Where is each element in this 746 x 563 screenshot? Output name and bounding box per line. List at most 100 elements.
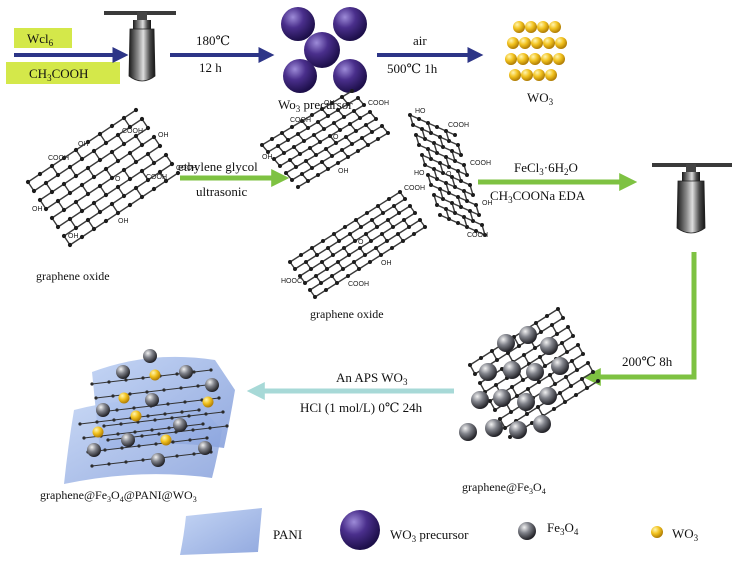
carbon-atom	[25, 179, 31, 185]
carbon-atom	[453, 185, 457, 189]
carbon-atom	[575, 368, 579, 372]
carbon-atom	[585, 386, 589, 390]
carbon-atom	[412, 232, 416, 236]
carbon-atom	[426, 173, 430, 177]
step1-bottom-label: 12 h	[199, 60, 222, 75]
step2-bottom-label: 500℃ 1h	[387, 61, 438, 76]
carbon-atom	[293, 267, 297, 271]
carbon-atom	[298, 152, 302, 156]
final-composite	[64, 349, 235, 484]
carbon-atom	[326, 167, 330, 171]
carbon-atom	[571, 334, 575, 338]
carbon-atom	[260, 143, 264, 147]
carbon-atom	[115, 184, 121, 190]
carbon-atom	[109, 201, 115, 207]
carbon-atom	[341, 267, 345, 271]
carbon-atom	[459, 179, 463, 183]
carbon-atom	[495, 358, 499, 362]
functional-group-label: OH	[338, 168, 349, 175]
carbon-atom	[145, 177, 151, 183]
fe3o4-sphere	[205, 378, 219, 392]
carbon-atom	[109, 123, 115, 129]
carbon-atom	[352, 260, 356, 264]
carbon-atom	[581, 352, 585, 356]
fe3o4-sphere	[479, 363, 497, 381]
carbon-atom	[31, 188, 37, 194]
carbon-atom	[145, 125, 151, 131]
carbon-atom	[209, 368, 213, 372]
fe3o4-sphere	[471, 391, 489, 409]
carbon-atom	[362, 103, 366, 107]
carbon-atom	[456, 169, 460, 173]
carbon-atom	[473, 372, 477, 376]
carbon-atom	[337, 239, 341, 243]
carbon-atom	[201, 422, 205, 426]
carbon-atom	[127, 202, 133, 208]
wo3-sphere	[531, 37, 543, 49]
carbon-atom	[370, 218, 374, 222]
carbon-atom	[426, 121, 430, 125]
reagent-ch3cooh-pre: CH	[29, 66, 47, 81]
legend-pani-label: PANI	[273, 527, 302, 542]
carbon-atom	[510, 385, 514, 389]
carbon-atom	[61, 155, 67, 161]
carbon-atom	[386, 131, 390, 135]
step6-bottom-label: HCl (1 mol/L) 0℃ 24h	[300, 400, 423, 415]
carbon-atom	[506, 351, 510, 355]
carbon-atom	[97, 183, 103, 189]
carbon-atom	[417, 143, 421, 147]
carbon-atom	[320, 107, 324, 111]
carbon-atom	[450, 175, 454, 179]
carbon-atom	[444, 129, 448, 133]
carbon-atom	[286, 138, 290, 142]
carbon-atom	[85, 191, 91, 197]
carbon-atom	[401, 239, 405, 243]
carbon-atom	[432, 141, 436, 145]
carbon-atom	[450, 201, 454, 205]
carbon-atom	[390, 246, 394, 250]
carbon-atom	[453, 211, 457, 215]
carbon-atom	[49, 215, 55, 221]
carbon-atom	[344, 135, 348, 139]
carbon-atom	[296, 132, 300, 136]
functional-group-label: COOH	[146, 174, 167, 181]
legend-precursor-label: WO3 precursor	[390, 527, 469, 544]
carbon-atom	[276, 144, 280, 148]
carbon-atom	[325, 267, 329, 271]
carbon-atom	[49, 163, 55, 169]
wo3-sphere	[521, 69, 533, 81]
carbon-atom	[342, 115, 346, 119]
carbon-atom	[465, 225, 469, 229]
carbon-atom	[282, 151, 286, 155]
carbon-atom	[103, 140, 109, 146]
wo3-sphere	[541, 53, 553, 65]
carbon-atom	[97, 209, 103, 215]
carbon-atom	[115, 210, 121, 216]
fe3o4-sphere	[145, 393, 159, 407]
carbon-atom	[121, 193, 127, 199]
carbon-atom	[352, 109, 356, 113]
carbon-atom	[290, 125, 294, 129]
carbon-atom	[397, 211, 401, 215]
carbon-atom	[310, 166, 314, 170]
functional-group-label: O	[333, 134, 339, 141]
functional-group-label: OH	[262, 154, 273, 161]
carbon-atom	[574, 393, 578, 397]
legend-precursor-swatch	[340, 510, 380, 550]
carbon-atom	[444, 207, 448, 211]
step5-label: 200℃ 8h	[622, 354, 673, 369]
final-composite-label: graphene@Fe3O4@PANI@WO3	[40, 488, 197, 504]
carbon-atom	[79, 182, 85, 188]
precursor-sphere	[283, 59, 317, 93]
carbon-atom	[538, 355, 542, 359]
carbon-atom	[525, 412, 529, 416]
carbon-atom	[580, 377, 584, 381]
fe3o4-sphere	[96, 403, 110, 417]
carbon-atom	[526, 387, 530, 391]
wo3-cluster	[505, 21, 567, 81]
carbon-atom	[555, 332, 559, 336]
carbon-atom	[205, 436, 209, 440]
carbon-atom	[474, 229, 478, 233]
carbon-atom	[270, 137, 274, 141]
carbon-atom	[336, 260, 340, 264]
